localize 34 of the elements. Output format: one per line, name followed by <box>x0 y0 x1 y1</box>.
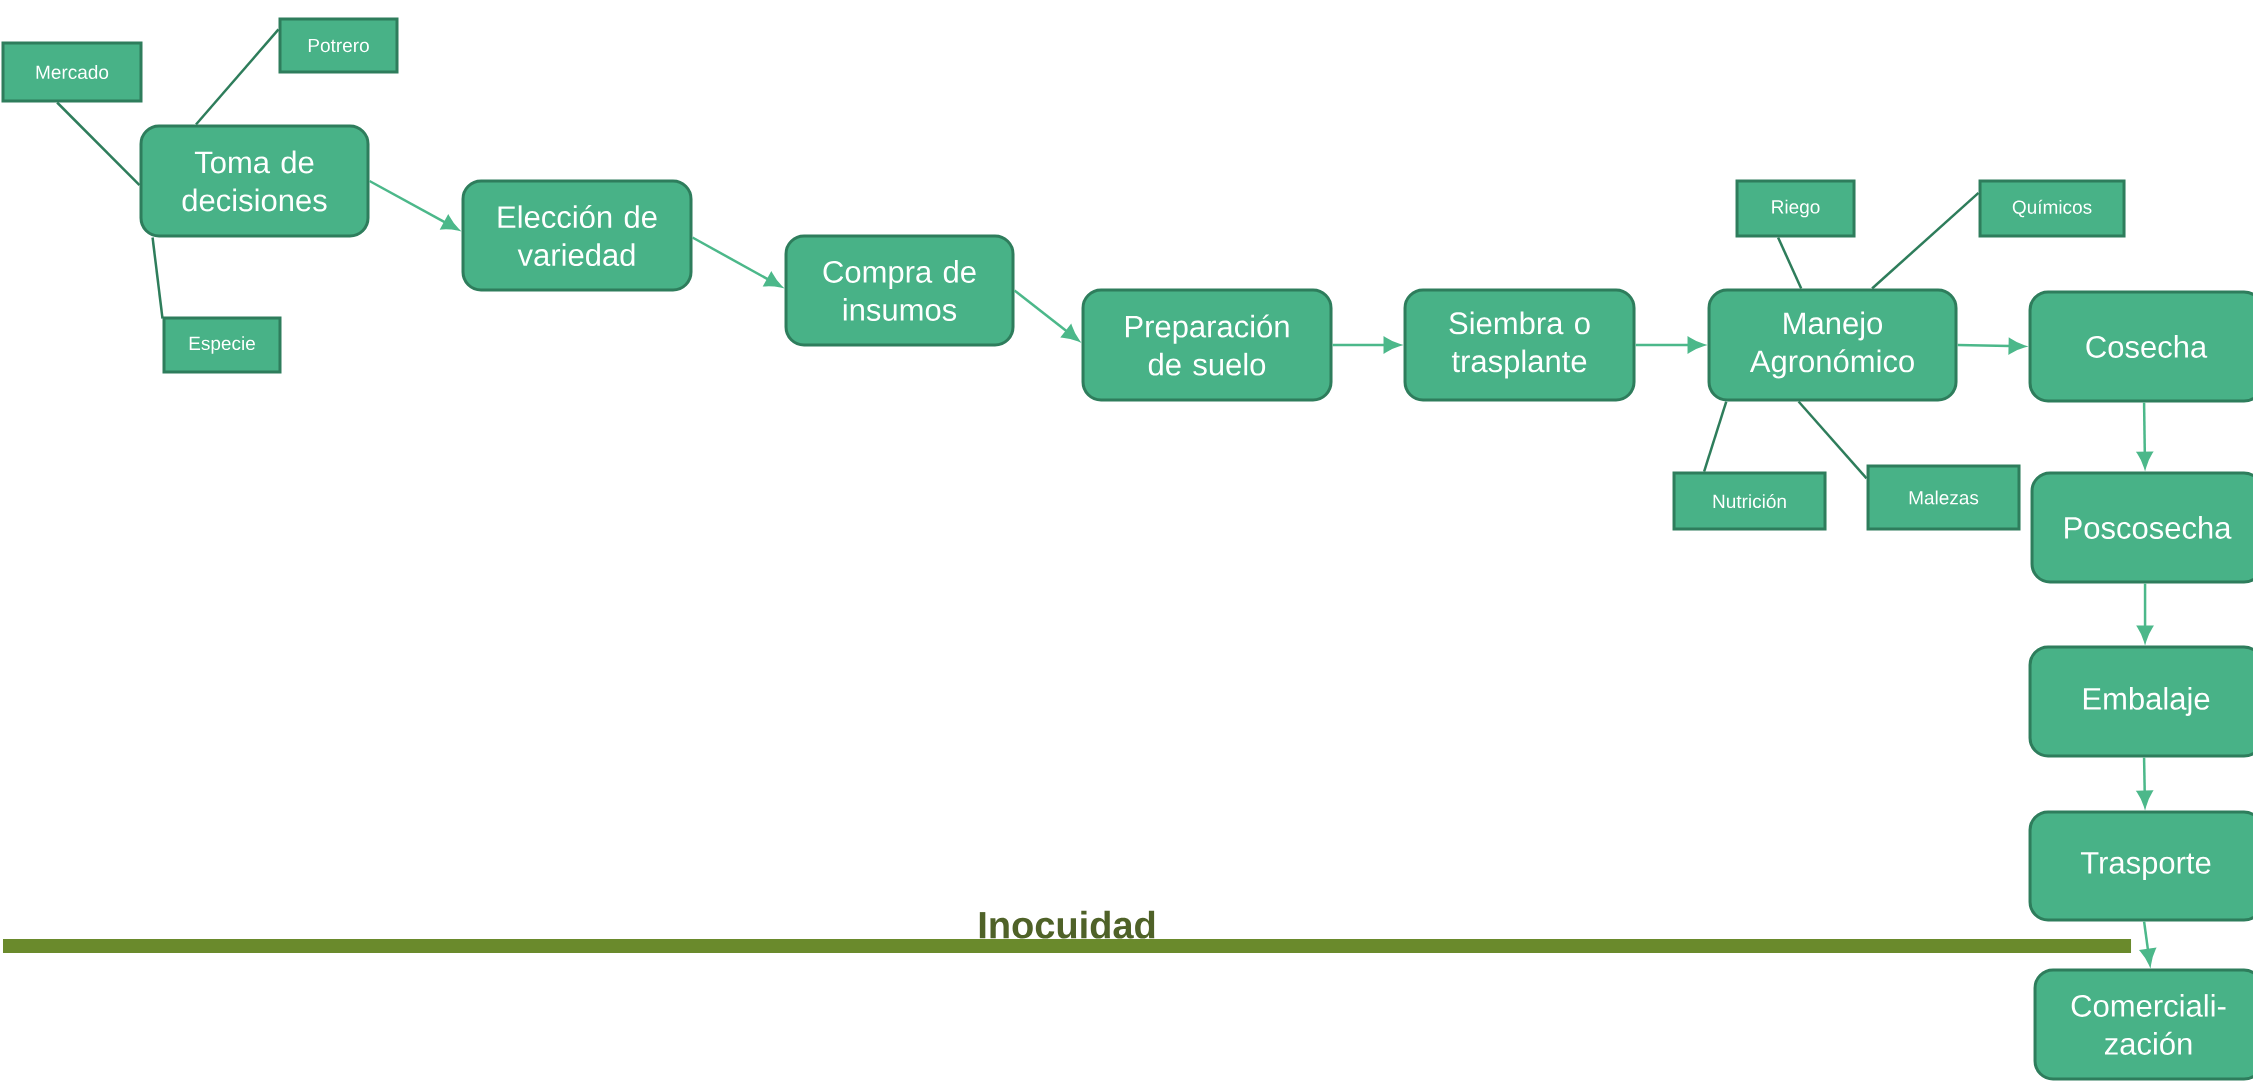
tag-box: Malezas <box>1866 464 2021 531</box>
arrow <box>2140 921 2156 966</box>
leader-line <box>1702 401 1728 472</box>
tag-box: Químicos <box>1978 179 2126 238</box>
process-box: Preparación de suelo <box>1081 288 1333 402</box>
process-box: Cosecha <box>2028 290 2253 403</box>
process-box: Trasporte <box>2028 810 2253 922</box>
tag-box: Riego <box>1735 179 1856 238</box>
process-box: Embalaje <box>2028 645 2253 758</box>
arrow <box>1332 337 1401 353</box>
leader-line <box>1776 237 1803 289</box>
leader-line <box>56 101 141 186</box>
process-box: Toma de decisiones <box>139 124 370 238</box>
process-box: Siembra o trasplante <box>1403 288 1636 402</box>
process-box: Poscosecha <box>2030 471 2253 584</box>
process-box: Manejo Agronómico <box>1707 288 1958 402</box>
leader-line <box>1797 400 1868 480</box>
leader-line <box>151 237 164 319</box>
arrow <box>2136 757 2153 808</box>
process-box: Comerciali-zación <box>2033 968 2253 1081</box>
tag-box: Potrero <box>278 17 399 74</box>
tag-box: Nutrición <box>1672 471 1827 531</box>
arrow <box>368 179 459 231</box>
arrow <box>2137 583 2153 643</box>
arrow <box>1635 337 1705 353</box>
arrow <box>1013 289 1080 342</box>
node-label: Inocuidad <box>979 910 1155 939</box>
process-box: Elección de variedad <box>461 179 693 292</box>
leader-line <box>1871 191 1980 290</box>
tag-box: Mercado <box>1 41 143 103</box>
leader-line <box>195 28 280 126</box>
process-box: Compra de insumos <box>784 234 1015 347</box>
tag-box: Especie <box>162 316 282 374</box>
arrow <box>2136 402 2153 469</box>
